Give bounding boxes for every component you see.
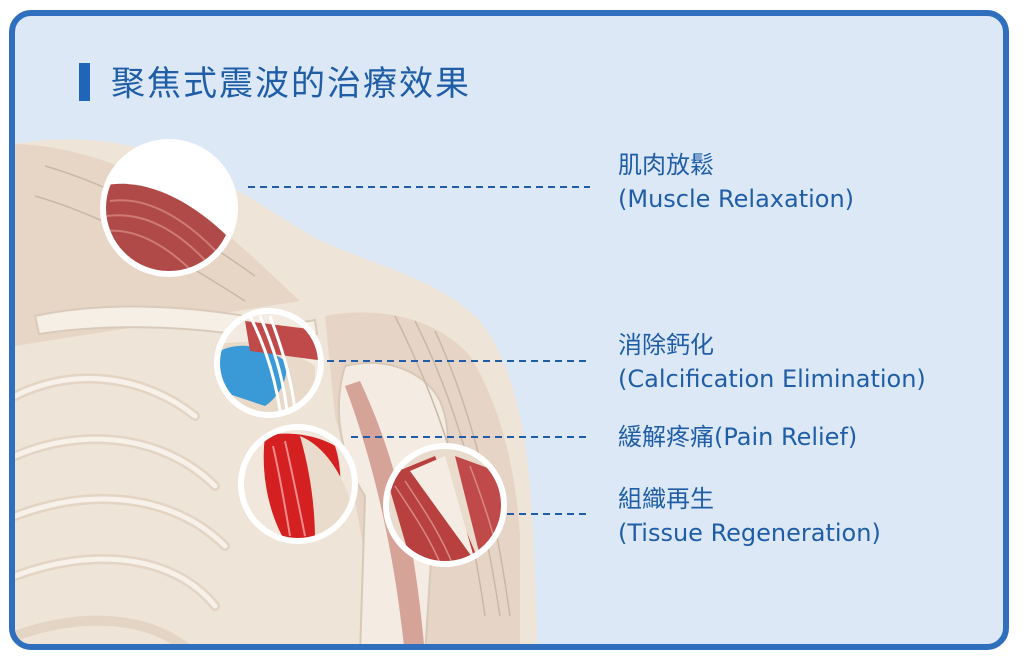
title-accent-bar	[79, 63, 90, 101]
effect-en: (Tissue Regeneration)	[618, 519, 881, 547]
diagram-title: 聚焦式震波的治療效果	[111, 64, 471, 104]
shoulder-illustration	[15, 139, 590, 644]
effect-zh: 肌肉放鬆	[618, 151, 714, 179]
muscle-relaxation-zoom	[100, 139, 238, 277]
pain-relief-zoom	[238, 424, 358, 544]
leader-lines	[248, 186, 590, 515]
effect-en: (Pain Relief)	[714, 423, 858, 451]
effect-zh: 消除鈣化	[618, 331, 714, 359]
diagram-frame: 聚焦式震波的治療效果	[9, 10, 1009, 650]
effect-en: (Muscle Relaxation)	[618, 185, 855, 213]
effect-label-muscle-relaxation: 肌肉放鬆 (Muscle Relaxation)	[618, 148, 854, 216]
effect-zh: 組織再生	[618, 485, 714, 513]
tissue-regeneration-zoom	[383, 443, 507, 567]
effect-label-tissue-regeneration: 組織再生 (Tissue Regeneration)	[618, 482, 881, 550]
effect-label-calcification: 消除鈣化 (Calcification Elimination)	[618, 328, 926, 396]
effect-en: (Calcification Elimination)	[618, 365, 926, 393]
effect-zh: 緩解疼痛	[618, 423, 714, 451]
calcification-zoom	[214, 308, 324, 418]
effect-label-pain-relief: 緩解疼痛(Pain Relief)	[618, 420, 857, 454]
